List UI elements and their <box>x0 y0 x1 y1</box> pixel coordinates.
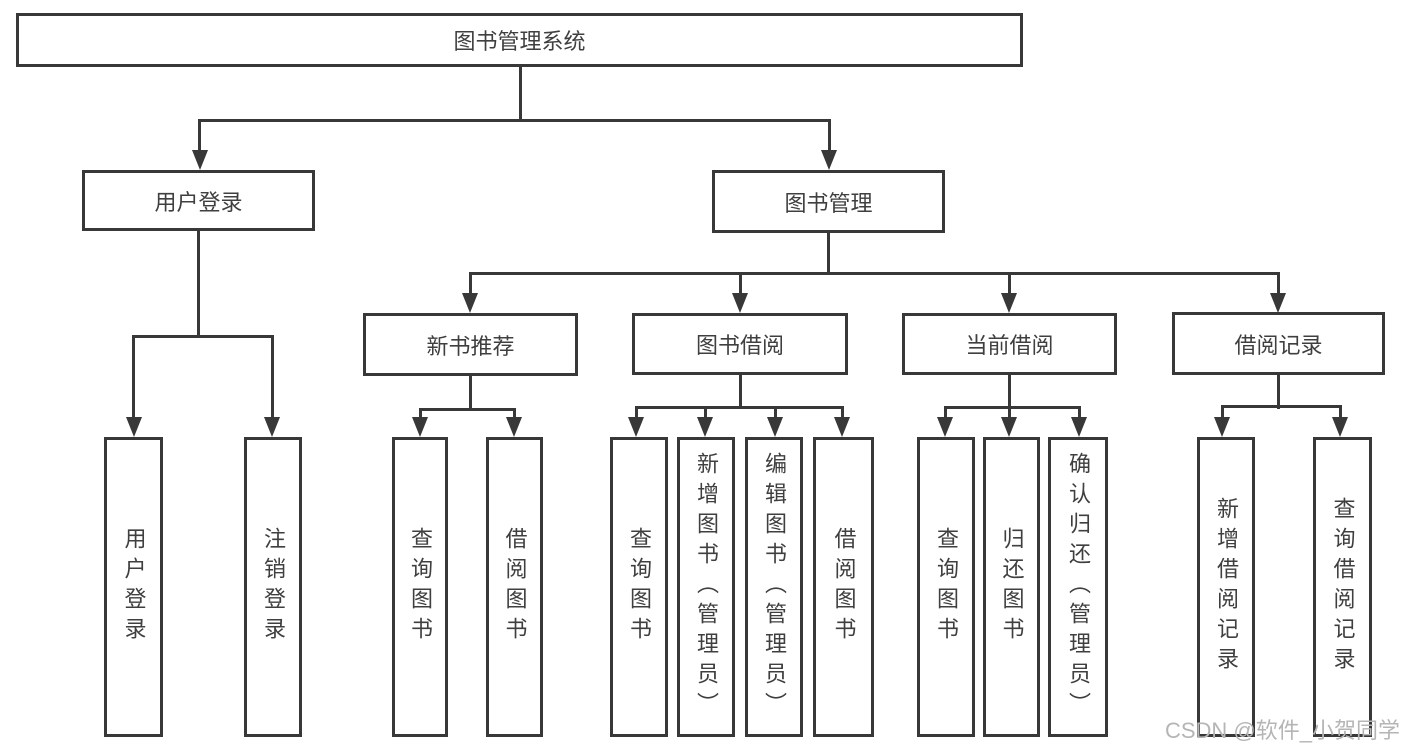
connector-line <box>513 408 516 419</box>
connector-line <box>469 376 472 411</box>
connector-line <box>419 408 422 419</box>
connector-line <box>841 406 844 419</box>
connector-line <box>635 406 844 409</box>
arrow-down-icon <box>1332 417 1348 437</box>
node-root-label: 图书管理系统 <box>453 29 586 54</box>
connector-line <box>469 272 1280 275</box>
leaf-add-books-admin-label: 新增图书（管理员） <box>694 452 719 722</box>
connector-line <box>828 119 831 152</box>
node-book-borrowing: 图书借阅 <box>632 313 848 375</box>
leaf-query-books-current-label: 查询图书 <box>934 527 959 647</box>
arrow-down-icon <box>412 417 428 437</box>
connector-line <box>1078 406 1081 419</box>
node-book-borrowing-label: 图书借阅 <box>695 333 784 358</box>
arrow-down-icon <box>1001 293 1017 313</box>
node-borrowing-records-label: 借阅记录 <box>1234 332 1323 358</box>
connector-line <box>1008 375 1011 409</box>
connector-line <box>1277 375 1280 409</box>
arrow-down-icon <box>462 293 478 313</box>
leaf-query-borrow-record: 查询借阅记录 <box>1313 437 1372 737</box>
connector-line <box>132 335 135 419</box>
node-book-management-label: 图书管理 <box>784 190 873 216</box>
leaf-return-books: 归还图书 <box>983 437 1040 737</box>
arrow-down-icon <box>937 417 953 437</box>
connector-line <box>1008 406 1011 419</box>
connector-line <box>1221 405 1224 419</box>
leaf-query-books-borrowing-label: 查询图书 <box>627 527 652 647</box>
connector-line <box>774 406 777 419</box>
node-book-management: 图书管理 <box>712 170 945 233</box>
arrow-down-icon <box>821 150 837 170</box>
arrow-down-icon <box>1270 293 1286 313</box>
leaf-borrow-books: 借阅图书 <box>813 437 874 737</box>
node-user-login-label: 用户登录 <box>154 189 243 215</box>
arrow-down-icon <box>767 417 783 437</box>
node-user-login: 用户登录 <box>82 170 315 231</box>
leaf-confirm-return-admin: 确认归还（管理员） <box>1048 437 1108 737</box>
arrow-down-icon <box>732 293 748 313</box>
node-new-book-recommend-label: 新书推荐 <box>426 333 515 359</box>
arrow-down-icon <box>834 417 850 437</box>
node-current-borrowing-label: 当前借阅 <box>965 333 1054 358</box>
leaf-user-login-label: 用户登录 <box>121 527 147 647</box>
connector-line <box>704 406 707 419</box>
arrow-down-icon <box>1001 417 1017 437</box>
connector-line <box>739 272 742 295</box>
leaf-logout-label: 注销登录 <box>261 527 286 647</box>
arrow-down-icon <box>192 150 208 170</box>
arrow-down-icon <box>697 417 713 437</box>
leaf-query-books-recommend-label: 查询图书 <box>408 527 433 647</box>
connector-line <box>469 272 472 295</box>
connector-line <box>944 406 947 419</box>
connector-line <box>519 67 522 119</box>
connector-line <box>827 233 830 275</box>
leaf-query-books-current: 查询图书 <box>917 437 975 737</box>
leaf-query-books-borrowing: 查询图书 <box>610 437 668 737</box>
connector-line <box>419 408 516 411</box>
connector-line <box>1221 405 1342 408</box>
leaf-logout: 注销登录 <box>244 437 302 737</box>
leaf-edit-books-admin: 编辑图书（管理员） <box>745 437 803 737</box>
arrow-down-icon <box>628 417 644 437</box>
leaf-return-books-label: 归还图书 <box>999 527 1025 647</box>
connector-line <box>1339 405 1342 419</box>
connector-line <box>198 119 831 122</box>
connector-line <box>197 231 200 335</box>
arrow-down-icon <box>506 417 522 437</box>
connector-line <box>1277 272 1280 295</box>
leaf-borrow-books-recommend-label: 借阅图书 <box>502 527 528 647</box>
leaf-add-books-admin: 新增图书（管理员） <box>677 437 735 737</box>
connector-line <box>944 406 1081 409</box>
leaf-user-login: 用户登录 <box>104 437 163 737</box>
node-current-borrowing: 当前借阅 <box>902 313 1117 375</box>
connector-line <box>635 406 638 419</box>
node-root: 图书管理系统 <box>16 13 1023 67</box>
arrow-down-icon <box>1071 417 1087 437</box>
connector-line <box>132 335 274 338</box>
connector-line <box>1008 272 1011 295</box>
connector-line <box>271 335 274 419</box>
leaf-borrow-books-recommend: 借阅图书 <box>486 437 543 737</box>
leaf-add-borrow-record-label: 新增借阅记录 <box>1214 497 1239 677</box>
connector-line <box>198 119 201 152</box>
connector-line <box>739 375 742 409</box>
leaf-query-borrow-record-label: 查询借阅记录 <box>1330 497 1356 677</box>
arrow-down-icon <box>126 417 142 437</box>
leaf-borrow-books-label: 借阅图书 <box>831 527 857 647</box>
leaf-confirm-return-admin-label: 确认归还（管理员） <box>1066 452 1091 722</box>
leaf-add-borrow-record: 新增借阅记录 <box>1197 437 1255 737</box>
arrow-down-icon <box>264 417 280 437</box>
node-new-book-recommend: 新书推荐 <box>363 313 578 376</box>
leaf-edit-books-admin-label: 编辑图书（管理员） <box>762 452 787 722</box>
arrow-down-icon <box>1214 417 1230 437</box>
node-borrowing-records: 借阅记录 <box>1172 312 1385 375</box>
leaf-query-books-recommend: 查询图书 <box>392 437 448 737</box>
